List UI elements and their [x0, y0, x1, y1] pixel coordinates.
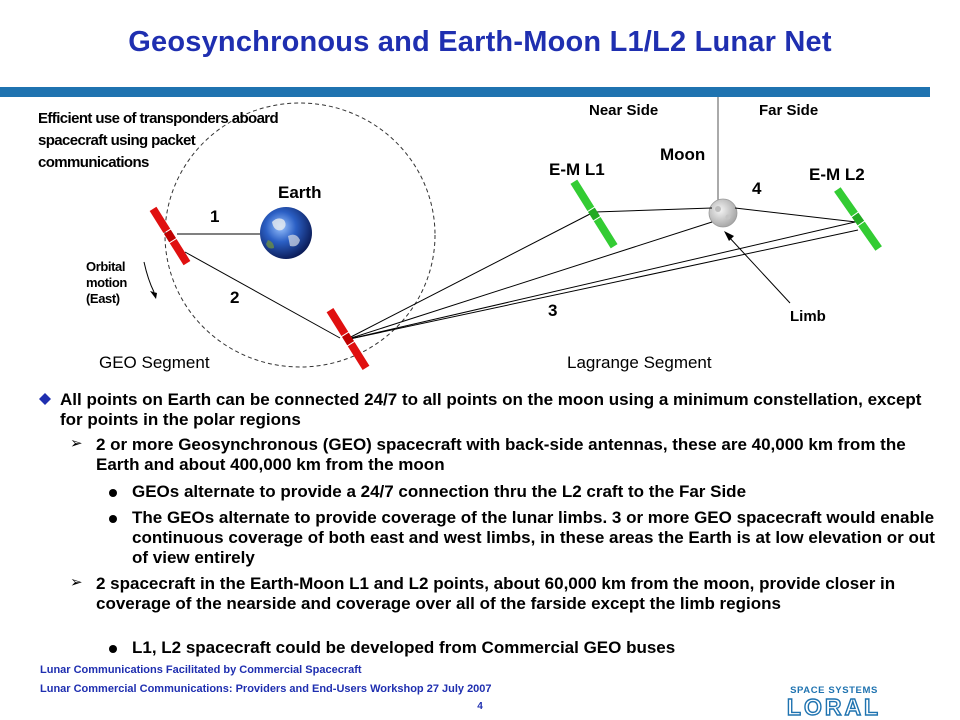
footer-line-1: Lunar Communications Facilitated by Comm… — [40, 664, 362, 676]
limb-arrowhead — [724, 231, 734, 241]
link-label-4: 4 — [752, 179, 762, 198]
orbital-motion-arrow — [143, 261, 155, 293]
bullet-1-text: All points on Earth can be connected 24/… — [60, 390, 922, 429]
bullet-1-1-1-text: GEOs alternate to provide a 24/7 connect… — [132, 482, 747, 501]
em-l2-label: E-M L2 — [809, 165, 865, 184]
space-systems-loral-logo: SPACE SYSTEMS LORAL — [786, 685, 881, 717]
moon-label: Moon — [660, 145, 706, 164]
em-l2-spacecraft-icon — [834, 187, 882, 251]
link-line-moon-l2 — [734, 207, 857, 223]
lunar-net-diagram — [143, 97, 882, 370]
diamond-bullet-icon — [39, 393, 51, 405]
link-label-1: 1 — [210, 207, 220, 226]
diagram-annotation: Efficient use of transponders aboard spa… — [38, 110, 279, 171]
link-line-geo-moon — [344, 221, 713, 341]
bullet-1-1-2-text: The GEOs alternate to provide coverage o… — [132, 508, 935, 567]
orbital-motion-label: Orbital motion (East) — [86, 259, 127, 306]
link-line-geo-l1 — [344, 213, 591, 341]
arrow-bullet-icon: ➢ — [70, 435, 83, 452]
bullet-1-1-text: 2 or more Geosynchronous (GEO) spacecraf… — [96, 435, 906, 474]
logo-bottom-text: LORAL — [787, 694, 881, 717]
geo-spacecraft-2-icon — [326, 308, 370, 370]
page-number: 4 — [477, 701, 483, 712]
link-label-3: 3 — [548, 301, 558, 320]
footer-line-2: Lunar Commercial Communications: Provide… — [40, 683, 492, 695]
logo-top-text: SPACE SYSTEMS — [790, 685, 878, 696]
geo-segment-label: GEO Segment — [99, 353, 210, 372]
bullet-1-2-1-text: L1, L2 spacecraft could be developed fro… — [132, 638, 676, 657]
earth-label: Earth — [278, 183, 322, 202]
em-l1-label: E-M L1 — [549, 160, 605, 179]
dot-bullet-icon — [109, 489, 117, 497]
link-line-l1-moon — [594, 207, 713, 213]
near-side-label: Near Side — [589, 102, 659, 119]
moon-icon — [708, 198, 738, 228]
em-l1-spacecraft-icon — [570, 179, 618, 249]
dot-bullet-icon — [109, 645, 117, 653]
link-label-2: 2 — [230, 288, 240, 307]
link-line-2 — [184, 251, 341, 339]
limb-label: Limb — [790, 308, 826, 325]
title-rule — [0, 87, 930, 97]
dot-bullet-icon — [109, 515, 117, 523]
link-line-geo-l2-b — [344, 229, 859, 341]
limb-arrow — [727, 235, 791, 304]
earth-icon — [260, 207, 312, 259]
geo-spacecraft-1-icon — [149, 206, 191, 266]
far-side-label: Far Side — [759, 102, 819, 119]
lagrange-segment-label: Lagrange Segment — [567, 353, 712, 372]
bullet-1-2-text: 2 spacecraft in the Earth-Moon L1 and L2… — [96, 574, 896, 613]
geo-orbit — [164, 102, 436, 368]
arrow-bullet-icon: ➢ — [70, 574, 83, 591]
link-line-geo-l2-a — [344, 221, 856, 341]
slide-title: Geosynchronous and Earth-Moon L1/L2 Luna… — [128, 26, 832, 58]
